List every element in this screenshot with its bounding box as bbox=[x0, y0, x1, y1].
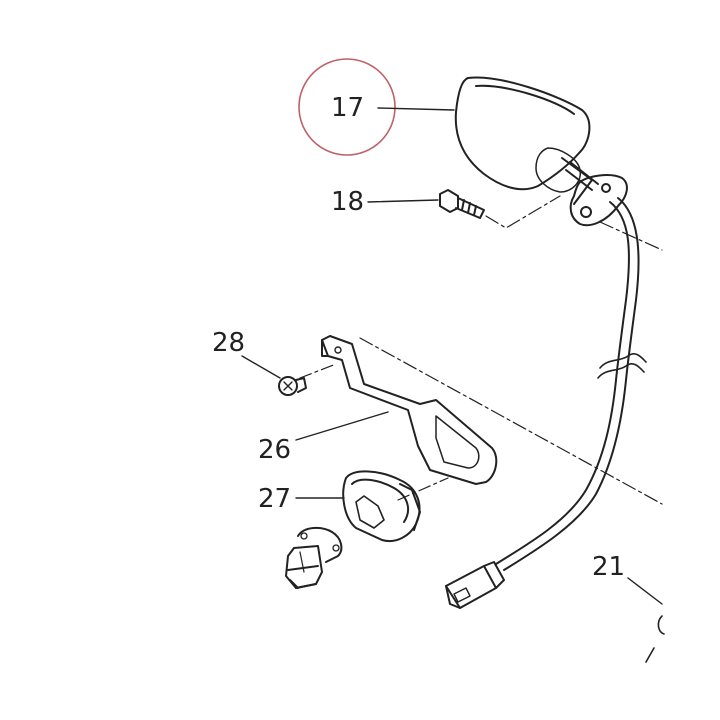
part-27-grommet[interactable] bbox=[342, 470, 421, 542]
axis-bracket bbox=[359, 337, 663, 505]
callout-label-21[interactable]: 21 bbox=[592, 552, 626, 582]
axis-28 bbox=[299, 363, 337, 379]
part-18-bolt[interactable] bbox=[439, 189, 485, 219]
mirror-cable bbox=[495, 197, 647, 571]
leader-18 bbox=[367, 199, 439, 203]
axis-27 bbox=[397, 477, 449, 501]
axis-18 bbox=[485, 195, 561, 229]
callout-label-18[interactable]: 18 bbox=[331, 187, 365, 217]
part-26-bracket[interactable] bbox=[321, 335, 498, 485]
part-21-partial[interactable] bbox=[627, 577, 665, 663]
bulb-holder[interactable] bbox=[285, 526, 343, 589]
leader-26 bbox=[295, 411, 389, 441]
callout-label-17[interactable]: 17 bbox=[331, 93, 365, 123]
part-17-mirror[interactable] bbox=[454, 76, 628, 227]
leader-28 bbox=[241, 355, 281, 379]
callout-label-27[interactable]: 27 bbox=[258, 484, 292, 514]
callout-label-26[interactable]: 26 bbox=[258, 435, 292, 465]
axis-mirror-right bbox=[599, 221, 663, 251]
leader-17 bbox=[377, 107, 455, 111]
highlight-circle[interactable] bbox=[298, 58, 396, 156]
callout-label-28[interactable]: 28 bbox=[212, 328, 246, 358]
part-28-screw[interactable] bbox=[278, 376, 307, 396]
cable-connector[interactable] bbox=[445, 561, 505, 609]
